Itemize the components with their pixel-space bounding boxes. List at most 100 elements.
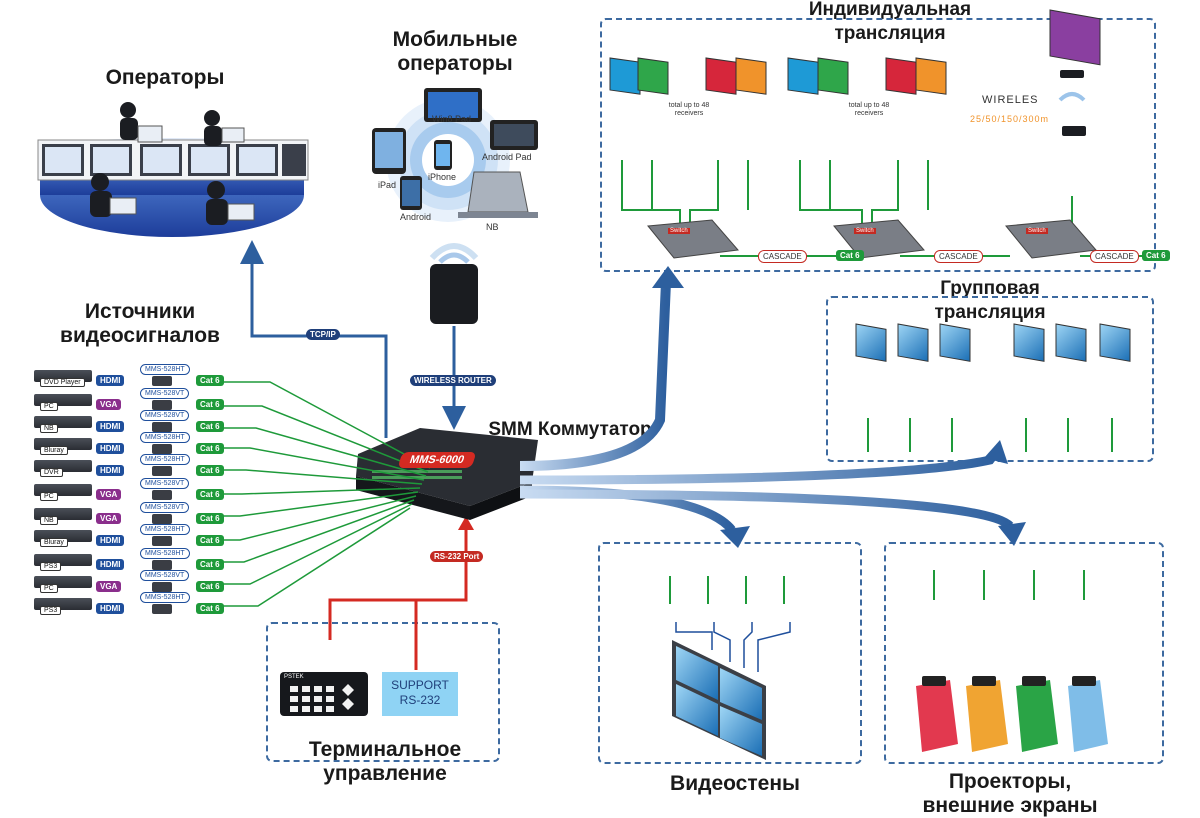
rs232-port-label: RS-232 Port bbox=[430, 551, 484, 562]
wireles-label: WIRELES bbox=[982, 94, 1039, 106]
source-signal-tag: HDMI bbox=[96, 559, 125, 570]
source-signal-tag: HDMI bbox=[96, 375, 125, 386]
source-cat6-tag: Cat 6 bbox=[196, 399, 224, 410]
operators-title: Операторы bbox=[105, 66, 225, 89]
label-ipad: iPad bbox=[378, 180, 397, 190]
label-nb: NB bbox=[486, 222, 499, 232]
cascade-label-1: CASCADE bbox=[758, 250, 807, 263]
support-line2: RS-232 bbox=[399, 693, 441, 707]
source-signal-tag: HDMI bbox=[96, 603, 125, 614]
projector-screens bbox=[916, 680, 1108, 752]
source-converter bbox=[152, 560, 172, 570]
videowall-box bbox=[598, 542, 862, 764]
individual-box bbox=[600, 18, 1156, 272]
source-converter-label: MMS-528VT bbox=[140, 502, 190, 513]
source-converter bbox=[152, 444, 172, 454]
source-device-label: DVR bbox=[40, 468, 63, 477]
source-converter-label: MMS-528HT bbox=[140, 548, 190, 559]
mini-switch-label-3: Switch bbox=[1026, 228, 1048, 234]
source-device-label: PC bbox=[40, 402, 58, 411]
label-android-pad: Android Pad bbox=[482, 152, 532, 162]
source-converter-label: MMS-528HT bbox=[140, 592, 190, 603]
source-signal-tag: HDMI bbox=[96, 465, 125, 476]
support-line1: SUPPORT bbox=[391, 678, 449, 692]
sources-title: Источники видеосигналов bbox=[60, 300, 220, 347]
source-signal-tag: VGA bbox=[96, 513, 122, 524]
source-cat6-tag: Cat 6 bbox=[196, 513, 224, 524]
source-signal-tag: VGA bbox=[96, 489, 122, 500]
source-device-label: NB bbox=[40, 516, 58, 525]
videowalls-title: Видеостены bbox=[670, 772, 800, 795]
source-converter bbox=[152, 422, 172, 432]
source-converter-label: MMS-528HT bbox=[140, 364, 190, 375]
cat6-ind-1: Cat 6 bbox=[836, 250, 864, 261]
projectors-title: Проекторы, внешние экраны bbox=[922, 770, 1098, 817]
source-converter-label: MMS-528VT bbox=[140, 570, 190, 581]
videowall bbox=[672, 640, 766, 760]
source-converter-label: MMS-528HT bbox=[140, 524, 190, 535]
group-title: Групповая трансляция bbox=[934, 278, 1046, 323]
cascade-label-3: CASCADE bbox=[1090, 250, 1139, 263]
source-cat6-tag: Cat 6 bbox=[196, 603, 224, 614]
group-monitors bbox=[855, 323, 1131, 362]
source-device-label: PC bbox=[40, 492, 58, 501]
label-win8pad: Win8 Pad bbox=[432, 114, 472, 124]
smm-switch bbox=[356, 428, 538, 520]
individual-title: Индивидуальная трансляция bbox=[808, 0, 972, 44]
source-cat6-tag: Cat 6 bbox=[196, 489, 224, 500]
source-converter-label: MMS-528HT bbox=[140, 454, 190, 465]
individual-monitors bbox=[609, 9, 1101, 95]
mobile-illustration bbox=[372, 88, 538, 324]
mini-switch-label-1: Switch bbox=[668, 228, 690, 234]
source-signal-tag: HDMI bbox=[96, 421, 125, 432]
source-converter bbox=[152, 536, 172, 546]
source-cat6-tag: Cat 6 bbox=[196, 581, 224, 592]
source-converter bbox=[152, 466, 172, 476]
source-cat6-tag: Cat 6 bbox=[196, 375, 224, 386]
switch-model-label: MMS-6000 bbox=[397, 452, 477, 468]
source-converter-label: MMS-528HT bbox=[140, 432, 190, 443]
source-device-label: Bluray bbox=[40, 538, 68, 547]
label-android: Android bbox=[400, 212, 432, 222]
source-device-label: DVD Player bbox=[40, 378, 85, 387]
mobile-operators-title: Мобильные операторы bbox=[392, 28, 518, 75]
source-cat6-tag: Cat 6 bbox=[196, 421, 224, 432]
wireless-router-label: WIRELESS ROUTER bbox=[410, 375, 496, 386]
source-cat6-tag: Cat 6 bbox=[196, 465, 224, 476]
source-cat6-tag: Cat 6 bbox=[196, 559, 224, 570]
source-signal-tag: VGA bbox=[96, 399, 122, 410]
cat6-ind-2: Cat 6 bbox=[1142, 250, 1170, 261]
total-receivers-1: total up to 48 receivers bbox=[668, 102, 710, 117]
source-converter-label: MMS-528VT bbox=[140, 388, 190, 399]
switch-title: SMM Коммутатор bbox=[488, 419, 652, 440]
source-converter bbox=[152, 582, 172, 592]
label-iphone: iPhone bbox=[428, 172, 457, 182]
source-cat6-tag: Cat 6 bbox=[196, 443, 224, 454]
source-converter bbox=[152, 400, 172, 410]
support-rs232-box: SUPPORT RS-232 bbox=[382, 678, 458, 708]
source-converter-label: MMS-528VT bbox=[140, 410, 190, 421]
source-converter bbox=[152, 514, 172, 524]
source-device-label: PS3 bbox=[40, 606, 62, 615]
source-converter bbox=[152, 490, 172, 500]
source-device-label: NB bbox=[40, 424, 58, 433]
source-signal-tag: VGA bbox=[96, 581, 122, 592]
source-converter bbox=[152, 376, 172, 386]
tcpip-label: TCP/IP bbox=[306, 329, 340, 340]
source-cat6-tag: Cat 6 bbox=[196, 535, 224, 546]
source-device-label: Bluray bbox=[40, 446, 68, 455]
terminal-title: Терминальное управление bbox=[308, 738, 462, 785]
source-signal-tag: HDMI bbox=[96, 443, 125, 454]
projector-box bbox=[884, 542, 1164, 764]
operators-illustration bbox=[37, 102, 309, 237]
total-receivers-2: total up to 48 receivers bbox=[848, 102, 890, 117]
panel-brand: PSTEK bbox=[284, 674, 304, 680]
mini-switch-label-2: Switch bbox=[854, 228, 876, 234]
source-converter bbox=[152, 604, 172, 614]
control-panel bbox=[280, 672, 368, 716]
distance-label: 25/50/150/300m bbox=[970, 114, 1050, 124]
source-device-label: PS3 bbox=[40, 562, 62, 571]
terminal-box bbox=[266, 622, 500, 762]
cascade-label-2: CASCADE bbox=[934, 250, 983, 263]
source-device-label: PC bbox=[40, 584, 58, 593]
